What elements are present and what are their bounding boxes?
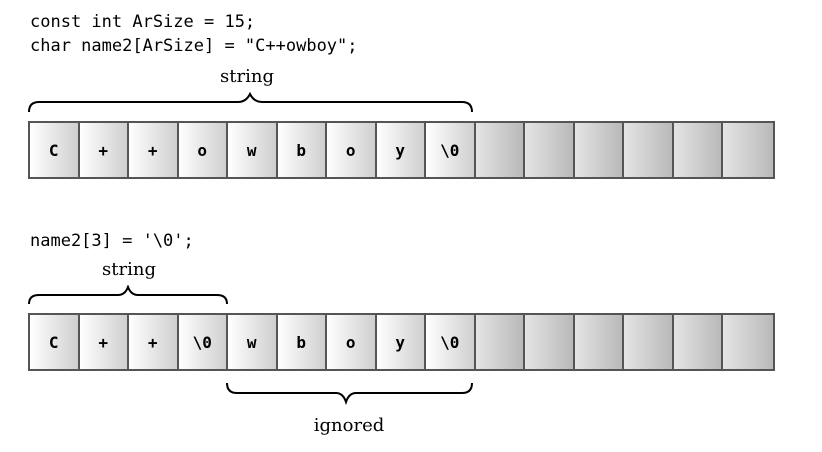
array-cell <box>574 315 624 369</box>
array-cell: w <box>228 123 278 177</box>
array-cell <box>525 123 575 177</box>
brace-string-top <box>28 92 473 113</box>
array-cell: y <box>376 123 426 177</box>
array-cell <box>723 123 773 177</box>
array-cell <box>475 315 525 369</box>
array-cell: b <box>277 123 327 177</box>
string-label-bottom: string <box>102 259 156 280</box>
array-cell <box>624 123 674 177</box>
string-label-top: string <box>220 66 274 87</box>
code-line-const: const int ArSize = 15; <box>30 12 256 32</box>
array-cell: C <box>30 315 80 369</box>
array-cell: b <box>277 315 327 369</box>
code-line-char: char name2[ArSize] = "C++owboy"; <box>30 36 358 56</box>
array-cell: + <box>129 123 179 177</box>
array-cell: y <box>376 315 426 369</box>
array-cell <box>574 123 624 177</box>
array-cell: \0 <box>426 123 476 177</box>
array-cell <box>475 123 525 177</box>
array-cell <box>673 315 723 369</box>
array-cell <box>673 123 723 177</box>
array-cell: + <box>129 315 179 369</box>
ignored-label: ignored <box>313 415 385 436</box>
array-cell <box>624 315 674 369</box>
array-cell: o <box>327 315 377 369</box>
array-cell <box>723 315 773 369</box>
array-cell: + <box>79 123 129 177</box>
code-line-name2: name2[3] = '\0'; <box>30 231 194 251</box>
array-cell: o <box>178 123 228 177</box>
array-cell: o <box>327 123 377 177</box>
array-cell: \0 <box>426 315 476 369</box>
array-cell: C <box>30 123 80 177</box>
brace-ignored <box>226 382 473 406</box>
array-cell: w <box>228 315 278 369</box>
array-cell: + <box>79 315 129 369</box>
brace-string-bottom <box>28 285 228 305</box>
array-cell <box>525 315 575 369</box>
array-cell: \0 <box>178 315 228 369</box>
